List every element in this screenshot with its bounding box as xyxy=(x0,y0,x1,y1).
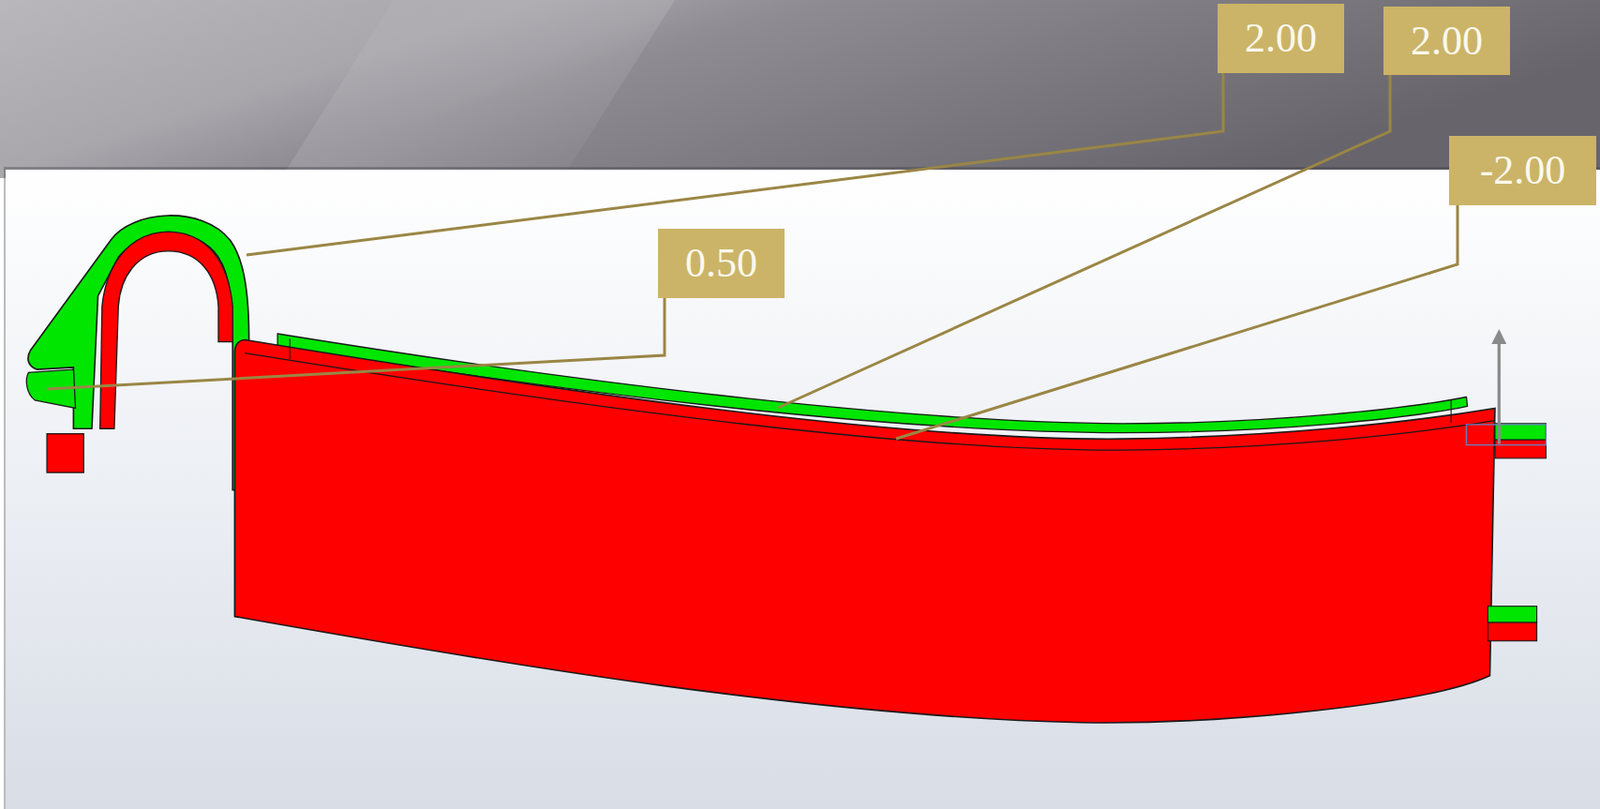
leader-line xyxy=(896,205,1458,439)
leader-lines xyxy=(46,73,1458,439)
right-tab xyxy=(1487,606,1537,623)
right-tab xyxy=(1487,622,1537,642)
hook-inner-layer xyxy=(100,231,234,429)
leader-line xyxy=(777,74,1391,408)
callout-number: -2.00 xyxy=(1480,149,1567,192)
hook-outer-layer xyxy=(28,215,250,491)
viewport-panel xyxy=(5,169,1600,809)
callout-number: 2.00 xyxy=(1410,20,1483,62)
right-tab xyxy=(1495,423,1546,440)
band-sheen xyxy=(281,0,675,179)
cad-part xyxy=(26,215,1546,723)
selection-box xyxy=(1465,424,1546,446)
callout-box: 0.50 xyxy=(657,228,785,299)
callout-number: 2.00 xyxy=(1244,17,1317,60)
right-tab xyxy=(1495,439,1546,459)
left-tab xyxy=(46,433,84,473)
leader-line xyxy=(246,73,1224,255)
callout-number: 0.50 xyxy=(685,242,758,285)
axis-arrow xyxy=(1497,336,1501,444)
callout-box: 2.00 xyxy=(1383,6,1511,75)
rim-edge xyxy=(289,338,291,359)
leader-line xyxy=(46,298,665,389)
callout-box: 2.00 xyxy=(1217,3,1345,74)
rim-edge xyxy=(1450,400,1452,423)
callout-box: -2.00 xyxy=(1449,135,1597,206)
title-band xyxy=(0,0,1600,179)
panel-shadow xyxy=(3,166,1600,809)
main-wall xyxy=(234,340,1496,723)
